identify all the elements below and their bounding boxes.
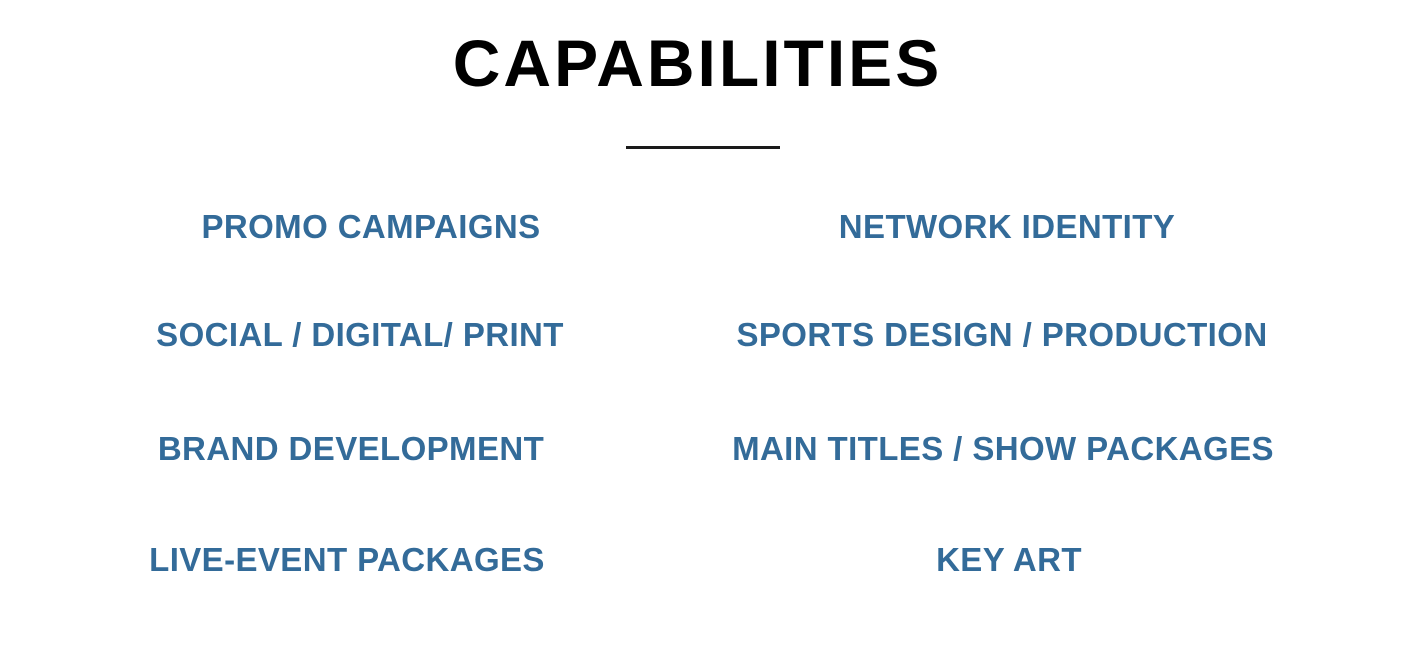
capability-item: KEY ART [936,541,1082,578]
capability-item: PROMO CAMPAIGNS [201,208,541,245]
capability-item: MAIN TITLES / SHOW PACKAGES [732,430,1274,467]
capability-item: BRAND DEVELOPMENT [157,430,545,467]
page-title: CAPABILITIES [452,26,943,100]
capability-item: NETWORK IDENTITY [838,208,1176,245]
capability-item: LIVE-EVENT PACKAGES [149,541,545,578]
capability-item: SOCIAL / DIGITAL/ PRINT [156,316,564,353]
capability-item: SPORTS DESIGN / PRODUCTION [736,316,1268,353]
title-divider [626,146,780,149]
